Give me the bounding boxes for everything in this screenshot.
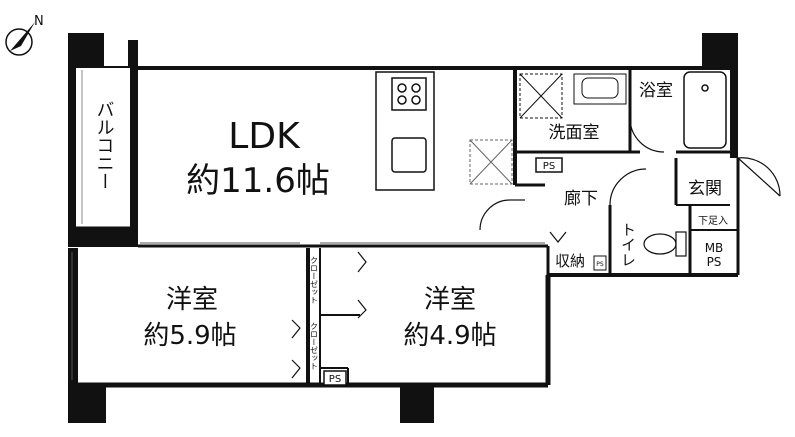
shoe-box-label: 下足入 [698, 215, 728, 227]
entrance-label: 玄関 [688, 179, 722, 199]
ps-label-3: PS [329, 374, 341, 385]
windows [71, 242, 545, 380]
ps-label-2: PS [596, 261, 604, 268]
western1-name: 洋室 [166, 285, 218, 315]
room-walls [74, 66, 740, 388]
mb-ps-label: PS [707, 255, 722, 269]
balcony-label: バルコニー [94, 100, 115, 190]
corridor-label: 廊下 [564, 189, 598, 209]
closet1-label: クローゼット [310, 256, 319, 304]
bathroom-label: 浴室 [639, 81, 673, 101]
ps-boxes: PS PS PS [323, 157, 607, 386]
washroom-fixtures [519, 73, 627, 119]
western2-size: 約4.9帖 [403, 321, 496, 351]
bathtub [683, 71, 727, 149]
ps-label-1: PS [543, 161, 555, 172]
ldk-name: LDK [228, 116, 301, 157]
western1-size: 約5.9帖 [143, 321, 236, 351]
mb-label: MB [705, 241, 724, 255]
doors [291, 117, 781, 379]
compass-north-label: N [34, 14, 44, 29]
washroom-label: 洗面室 [549, 123, 600, 143]
kitchen-counter [375, 71, 435, 191]
western2-name: 洋室 [424, 285, 476, 315]
toilet-fixture [643, 231, 687, 257]
toilet-label: トイレ [619, 222, 637, 267]
fridge-space [469, 139, 513, 185]
storage-label: 収納 [555, 252, 585, 270]
compass-icon: N [5, 14, 44, 56]
ldk-size: 約11.6帖 [186, 161, 330, 201]
closet2-label: クローゼット [310, 322, 319, 370]
balcony: バルコニー [76, 66, 130, 228]
